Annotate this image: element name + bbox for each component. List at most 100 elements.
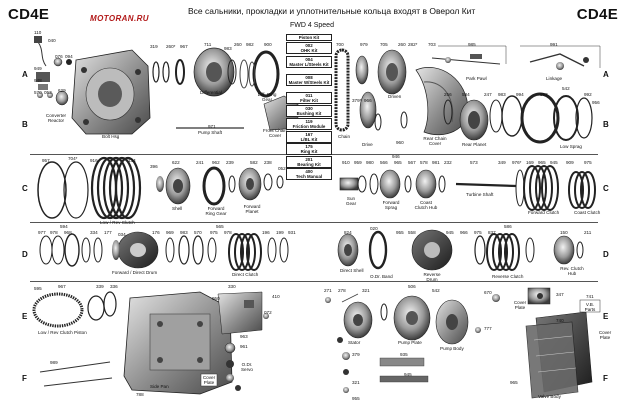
part-number: 948 [34, 78, 42, 83]
part-number: 339 [96, 284, 104, 289]
part-number: 916 [90, 158, 98, 163]
part-number: 777 [484, 326, 492, 331]
rear-planet [443, 99, 489, 141]
part-number: 319 [150, 44, 158, 49]
part-number: 910 [342, 160, 350, 165]
chain [334, 48, 350, 132]
part-number: 542 [432, 288, 440, 293]
shell [156, 167, 191, 205]
part-number: 711 [204, 42, 212, 47]
row-d-mid-rings [165, 235, 217, 265]
solenoid-harness [34, 36, 72, 106]
label-forward-planet: Forward Planet [243, 204, 261, 214]
part-number: 983 [224, 46, 232, 51]
part-number: 053 [44, 90, 52, 95]
label-low-rev-clutch-piston: Low / Rev Clutch Piston [38, 330, 87, 335]
part-number: 980 [366, 160, 374, 165]
part-number: 965 [394, 160, 402, 165]
vb-parts-box [579, 299, 601, 313]
part-number: 703 [428, 42, 436, 47]
part-number: 982 [246, 42, 254, 47]
row-letter-a-left: A [22, 70, 28, 79]
part-number: 670 [484, 290, 492, 295]
main-case-side-pan [123, 291, 263, 395]
label-reverse-clutch: Reverse Clutch [492, 274, 524, 279]
label-od-servo: O.Dr. Servo [240, 362, 253, 372]
part-number: 278 [338, 288, 346, 293]
label-rear-planet: Rear Planet [462, 142, 487, 147]
part-number: 965 [538, 160, 546, 165]
part-number: 992 [584, 92, 592, 97]
low-rev-clutch-piston [32, 291, 117, 328]
part-number: 950 [212, 296, 220, 301]
part-number: 052 [278, 166, 286, 171]
part-number: 211 [584, 230, 592, 235]
part-number: 256 [444, 92, 452, 97]
part-number: 570 [194, 230, 202, 235]
label-valve-body: Valve Body [538, 394, 561, 399]
part-number: 945 [404, 372, 412, 377]
low-rev-clutch-pack [90, 156, 142, 220]
part-number: 969 [166, 230, 174, 235]
turbine-shaft-line [455, 182, 517, 188]
label-forward-clutch: Forward Clutch [528, 210, 560, 215]
part-number: 989 [50, 360, 58, 365]
part-number: 586 [504, 224, 512, 229]
part-number: 196 [262, 230, 270, 235]
governor-parts-f [342, 352, 429, 393]
part-number: 967 [58, 284, 66, 289]
part-number: 238 [264, 160, 272, 165]
part-number: 704* [68, 156, 78, 161]
part-number: 946 [392, 154, 400, 159]
part-number: 584 [462, 92, 470, 97]
label-sun-gear: Sun Gear [345, 196, 357, 206]
label-direct-shell: Direct Shell [340, 268, 364, 273]
kit-box[interactable]: Piston Kit [286, 34, 332, 41]
part-number: 837 [488, 230, 496, 235]
part-number: 975 [210, 230, 218, 235]
part-number: 945 [446, 230, 454, 235]
part-number: 034 [118, 232, 126, 237]
row-letter-c-left: C [22, 184, 28, 193]
part-number: 349 [498, 160, 506, 165]
part-number: 968 [64, 230, 72, 235]
part-number: 962 [212, 160, 220, 165]
part-number: 321 [362, 288, 370, 293]
pump-small-parts [325, 294, 500, 343]
part-number: 595 [34, 286, 42, 291]
drive-sprocket [355, 55, 377, 129]
label-vb-parts: V.B. Parts [584, 302, 596, 312]
part-number: 967 [180, 44, 188, 49]
label-bolt-hsg: Bolt Hsg [102, 134, 120, 139]
row-letter-c-right: C [603, 184, 609, 193]
valve-body [525, 311, 593, 399]
part-number: 260 [234, 42, 242, 47]
part-number: 629 [58, 88, 66, 93]
part-number: 961 [240, 344, 248, 349]
part-number: 573 [470, 160, 478, 165]
part-number: 824 [344, 230, 352, 235]
coast-clutch-hub [404, 169, 446, 199]
row-letter-f-left: F [22, 374, 27, 383]
model-title-right: CD4E [576, 6, 618, 23]
label-pump-plate: Pump Plate [398, 340, 422, 345]
site-logo[interactable]: MOTORAN.RU [90, 14, 149, 23]
label-drive: Drive [362, 142, 373, 147]
divider-d-e [30, 281, 598, 282]
pump-body [435, 299, 469, 345]
label-direct-clutch: Direct Clutch [232, 272, 259, 277]
part-number: 110 [34, 30, 42, 35]
part-number: 410 [272, 294, 280, 299]
od-band [368, 230, 388, 270]
